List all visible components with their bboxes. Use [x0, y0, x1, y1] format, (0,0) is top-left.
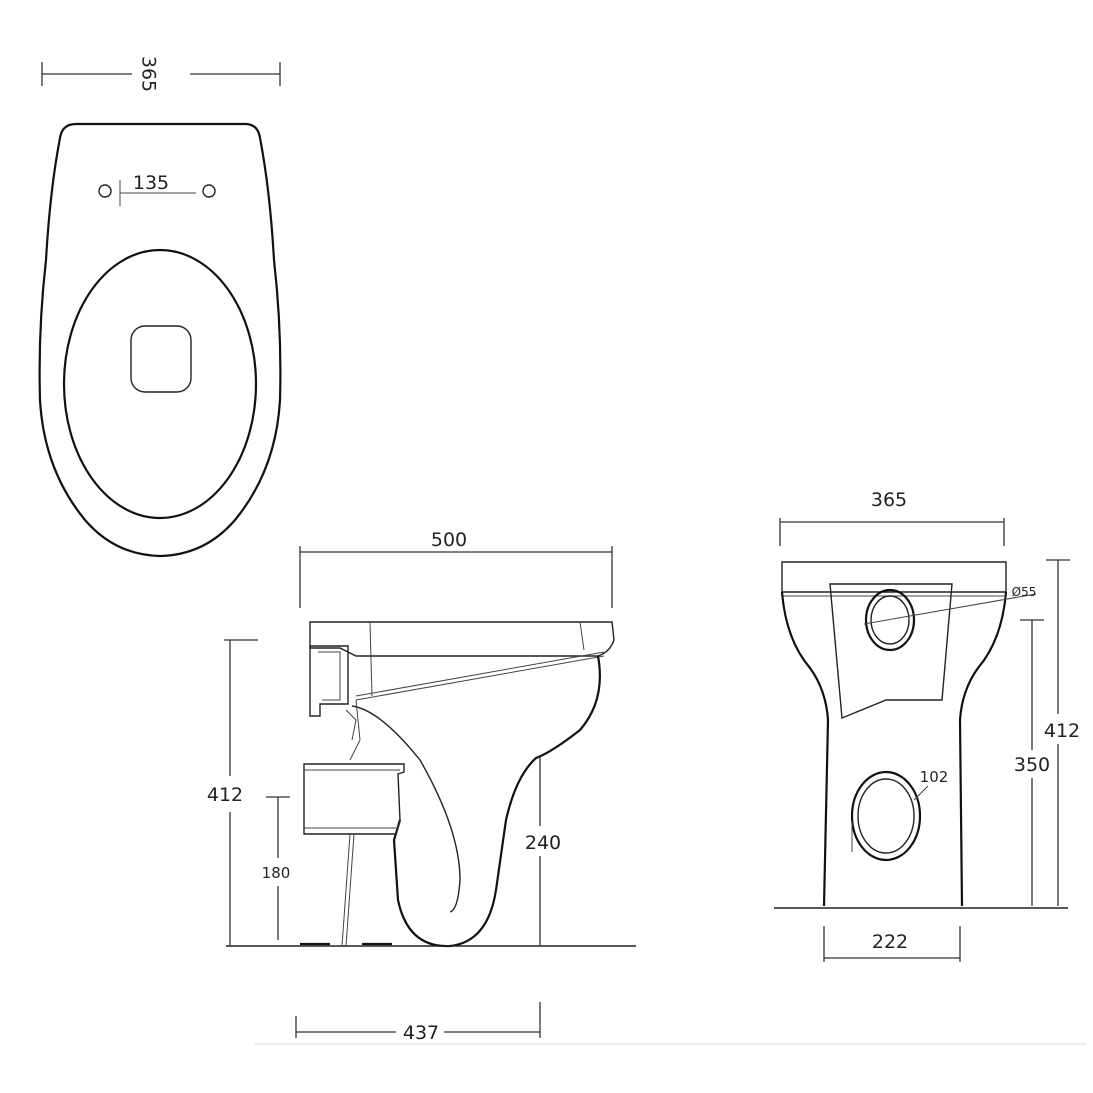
- front-height-label: 412: [1044, 720, 1080, 742]
- front-width-dimension: 365: [779, 489, 1005, 546]
- inlet-hole: Ø55: [863, 585, 1037, 652]
- side-height-label: 412: [207, 784, 243, 806]
- outlet-height-label: 180: [262, 864, 291, 882]
- rim: [309, 621, 615, 657]
- front-view: 365 Ø55 102: [774, 489, 1080, 962]
- seat-outline: [38, 122, 282, 558]
- hinge-hole-right: [202, 184, 216, 198]
- base-width-label: 222: [872, 931, 908, 953]
- rear-block: [309, 645, 349, 717]
- hole-spacing-dimension: 135: [119, 172, 196, 206]
- inlet-height-label: 350: [1014, 754, 1050, 776]
- side-length-dimension: 500: [299, 529, 613, 608]
- base-length-label: 437: [403, 1022, 439, 1044]
- outlet-horn: [303, 763, 405, 835]
- side-view: 500 412: [207, 529, 636, 1044]
- top-width-label: 365: [138, 56, 160, 92]
- inlet-plate: [829, 583, 953, 720]
- inlet-diameter-label: Ø55: [1012, 585, 1037, 599]
- outlet-height-dimension: 180: [262, 796, 291, 940]
- base-length-dimension: 437: [295, 1002, 541, 1044]
- outlet-diameter-label: 102: [920, 768, 949, 786]
- outlet-hole: 102: [850, 768, 949, 862]
- drain-outlet: [130, 325, 192, 393]
- top-width-dimension: 365: [41, 56, 281, 92]
- pedestal-outline: [392, 655, 601, 948]
- side-length-label: 500: [431, 529, 467, 551]
- top-view: 365 135: [38, 56, 282, 558]
- front-body: [780, 591, 830, 907]
- foot-height-dimension: 240: [525, 756, 561, 946]
- side-height-dimension: 412: [207, 639, 258, 946]
- foot-height-label: 240: [525, 832, 561, 854]
- front-rim: [781, 561, 1007, 593]
- bowl-opening: [62, 248, 258, 520]
- hole-spacing-label: 135: [133, 172, 169, 194]
- inlet-height-dimension: 350: [1014, 619, 1050, 906]
- front-width-label: 365: [871, 489, 907, 511]
- hinge-hole-left: [98, 184, 112, 198]
- front-height-dimension: 412: [1044, 559, 1080, 906]
- base-width-dimension: 222: [823, 926, 961, 962]
